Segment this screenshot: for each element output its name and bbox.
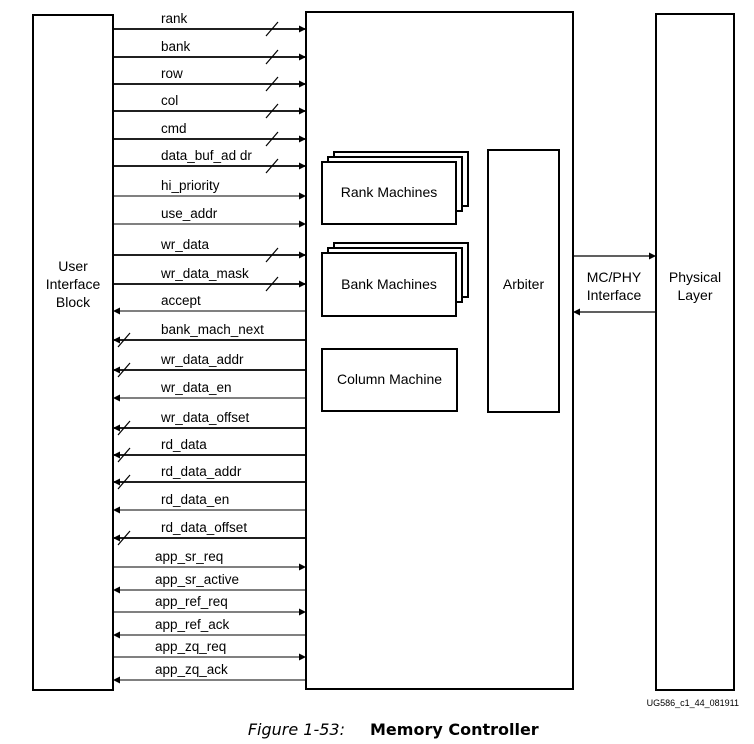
- signal-rd-data: rd_data: [113, 437, 306, 463]
- signal-label: accept: [161, 293, 201, 308]
- column-machine-block: Column Machine: [321, 348, 458, 412]
- bus-width-slash: [117, 332, 131, 348]
- signal-rd-data-addr: rd_data_addr: [113, 464, 306, 490]
- signal-app-ref-ack: app_ref_ack: [113, 617, 306, 639]
- signal-label: bank_mach_next: [161, 322, 264, 337]
- signal-label: wr_data_mask: [160, 266, 249, 281]
- bank-machines-label: Bank Machines: [341, 276, 437, 292]
- signal-label: wr_data: [160, 237, 210, 252]
- bus-width-slash: [265, 276, 279, 292]
- rank-machines-block: Rank Machines: [321, 151, 469, 225]
- signal-wires: rank bank row col cmd data_buf_ad dr hi_priori…: [113, 11, 306, 684]
- signal-app-sr-active: app_sr_active: [113, 572, 306, 594]
- signal-row: row: [113, 66, 306, 92]
- signal-label: rd_data_addr: [161, 464, 242, 479]
- signal-label: rd_data_offset: [161, 520, 247, 535]
- signal-col: col: [113, 93, 306, 119]
- arbiter-block: Arbiter: [487, 149, 560, 413]
- signal-cmd: cmd: [113, 121, 306, 147]
- signal-label: rd_data: [161, 437, 207, 452]
- column-machine-label: Column Machine: [337, 371, 442, 387]
- signal-label: rd_data_en: [161, 492, 229, 507]
- bus-width-slash: [265, 49, 279, 65]
- signal-accept: accept: [113, 293, 306, 315]
- signal-label: bank: [161, 39, 191, 54]
- signal-label: row: [161, 66, 183, 81]
- bus-width-slash: [265, 21, 279, 37]
- user-interface-label-line3: Block: [56, 294, 91, 310]
- signal-app-sr-req: app_sr_req: [113, 549, 306, 571]
- bank-machines-block: Bank Machines: [321, 242, 469, 317]
- user-interface-label-line1: User: [58, 258, 88, 274]
- mc-phy-interface: MC/PHY Interface: [573, 252, 656, 316]
- caption-label: Figure 1-53:: [248, 720, 345, 739]
- user-interface-block: User Interface Block: [32, 14, 114, 691]
- signal-wr-data: wr_data: [113, 237, 306, 263]
- physical-layer-label-line1: Physical: [669, 269, 721, 285]
- rank-machines-label: Rank Machines: [341, 184, 438, 200]
- signal-bank-mach-next: bank_mach_next: [113, 322, 306, 348]
- signal-bank: bank: [113, 39, 306, 65]
- figure-code: UG586_c1_44_081911: [647, 698, 739, 708]
- signal-label: wr_data_offset: [160, 410, 250, 425]
- signal-label: rank: [161, 11, 188, 26]
- caption-title: Memory Controller: [370, 720, 539, 739]
- signal-app-zq-req: app_zq_req: [113, 639, 306, 661]
- mc-phy-interface-label-line2: Interface: [587, 287, 642, 303]
- bus-width-slash: [265, 247, 279, 263]
- signal-label: cmd: [161, 121, 187, 136]
- signal-label: wr_data_addr: [160, 352, 244, 367]
- signal-app-zq-ack: app_zq_ack: [113, 662, 306, 684]
- physical-layer-label-line2: Layer: [677, 287, 712, 303]
- signal-wr-data-mask: wr_data_mask: [113, 266, 306, 292]
- signal-app-ref-req: app_ref_req: [113, 594, 306, 616]
- signal-wr-data-offset: wr_data_offset: [113, 410, 306, 436]
- physical-layer-block: Physical Layer: [655, 13, 735, 691]
- bus-width-slash: [117, 362, 131, 378]
- signal-label: data_buf_ad dr: [161, 148, 252, 163]
- signal-label: hi_priority: [161, 178, 220, 193]
- signal-wr-data-addr: wr_data_addr: [113, 352, 306, 378]
- signal-label: use_addr: [161, 206, 218, 221]
- signal-rd-data-offset: rd_data_offset: [113, 520, 306, 546]
- signal-label: col: [161, 93, 178, 108]
- figure-caption: Figure 1-53: Memory Controller: [248, 720, 539, 739]
- signal-label: app_zq_req: [155, 639, 226, 654]
- bus-width-slash: [265, 131, 279, 147]
- signal-label: app_sr_active: [155, 572, 239, 587]
- signal-label: app_sr_req: [155, 549, 223, 564]
- signal-label: wr_data_en: [160, 380, 232, 395]
- signal-use-addr: use_addr: [113, 206, 306, 228]
- arbiter-label: Arbiter: [503, 276, 545, 292]
- signal-label: app_ref_ack: [155, 617, 230, 632]
- bus-width-slash: [265, 158, 279, 174]
- signal-label: app_ref_req: [155, 594, 228, 609]
- bus-width-slash: [117, 447, 131, 463]
- signal-label: app_zq_ack: [155, 662, 228, 677]
- signal-rd-data-en: rd_data_en: [113, 492, 306, 514]
- bus-width-slash: [265, 103, 279, 119]
- user-interface-label-line2: Interface: [46, 276, 101, 292]
- bus-width-slash: [117, 530, 131, 546]
- signal-rank: rank: [113, 11, 306, 37]
- signal-wr-data-en: wr_data_en: [113, 380, 306, 402]
- bus-width-slash: [117, 420, 131, 436]
- signal-hi-priority: hi_priority: [113, 178, 306, 200]
- signal-data-buf-ad-dr: data_buf_ad dr: [113, 148, 306, 174]
- mc-phy-interface-label-line1: MC/PHY: [587, 269, 642, 285]
- bus-width-slash: [265, 76, 279, 92]
- bus-width-slash: [117, 474, 131, 490]
